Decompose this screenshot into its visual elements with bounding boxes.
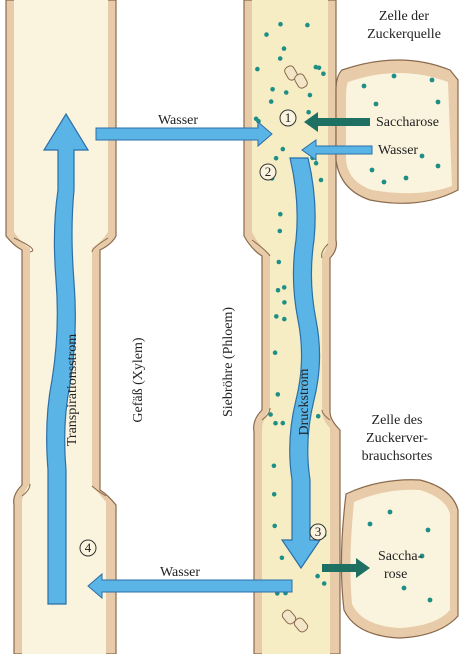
sugar-dot	[276, 392, 281, 397]
source-cell-label-1: Zelle der	[379, 9, 429, 24]
sugar-dot	[282, 300, 287, 305]
sugar-dot	[305, 23, 310, 28]
sucrose-sink-label-1: Saccha-	[378, 549, 423, 564]
sugar-dot	[264, 32, 269, 37]
sugar-dot	[282, 46, 287, 51]
sugar-dot	[284, 90, 289, 95]
marker-3-text: 3	[315, 524, 322, 539]
sugar-dot	[272, 524, 277, 529]
sugar-dot	[281, 147, 286, 152]
sugar-dot	[308, 93, 313, 98]
water-bottom-label: Wasser	[160, 565, 200, 580]
sugar-dot	[268, 412, 273, 417]
sugar-dot	[278, 212, 283, 217]
sugar-dot	[269, 99, 274, 104]
sugar-dot	[280, 556, 285, 561]
sucrose-sink-label-2: rose	[384, 567, 407, 582]
marker-1-text: 1	[285, 110, 292, 125]
sugar-dot	[273, 350, 278, 355]
marker-3: 3	[310, 524, 326, 540]
sugar-dot	[273, 421, 278, 426]
sink-cell-label-2: Zuckerver-	[366, 431, 428, 446]
transpiration-stream-label: Transpirationsstrom	[65, 334, 80, 446]
sugar-dot	[277, 260, 282, 265]
marker-2: 2	[260, 164, 276, 180]
sugar-dot	[321, 71, 326, 76]
phloem-label: Siebröhre (Phloem)	[221, 307, 236, 417]
marker-4-text: 4	[85, 540, 92, 555]
pressure-flow-label: Druckstrom	[297, 368, 312, 435]
sugar-dot	[278, 56, 283, 61]
sugar-dot	[317, 66, 322, 71]
xylem-label: Gefäß (Xylem)	[131, 337, 146, 422]
sink-cell-label-3: brauchsortes	[362, 449, 433, 464]
sucrose-source-label: Saccharose	[376, 115, 439, 130]
sugar-dot	[276, 288, 281, 293]
water-source-label: Wasser	[378, 143, 418, 158]
sugar-dot	[322, 581, 327, 586]
marker-1: 1	[280, 110, 296, 126]
source-cell-label-2: Zuckerquelle	[367, 27, 441, 42]
sugar-dot	[270, 87, 275, 92]
sugar-dot	[306, 110, 311, 115]
sugar-dot	[255, 67, 260, 72]
water-top-label: Wasser	[158, 113, 198, 128]
sugar-dot	[281, 421, 286, 426]
sugar-dot	[254, 117, 259, 122]
sugar-dot	[282, 285, 287, 290]
sugar-dot	[316, 414, 321, 419]
marker-4: 4	[80, 540, 96, 556]
sugar-dot	[278, 22, 283, 27]
sugar-dot	[272, 492, 277, 497]
phloem-tube	[244, 0, 340, 654]
sugar-dot	[314, 161, 319, 166]
sink-cell-label-1: Zelle des	[372, 413, 423, 428]
sugar-dot	[319, 178, 324, 183]
source-cell	[336, 60, 458, 203]
sugar-dot	[272, 464, 277, 469]
sugar-dot	[282, 317, 287, 322]
marker-2-text: 2	[265, 164, 272, 179]
sugar-dot	[315, 574, 320, 579]
sugar-dot	[278, 229, 283, 234]
sugar-dot	[274, 314, 279, 319]
sugar-dot	[274, 156, 279, 161]
